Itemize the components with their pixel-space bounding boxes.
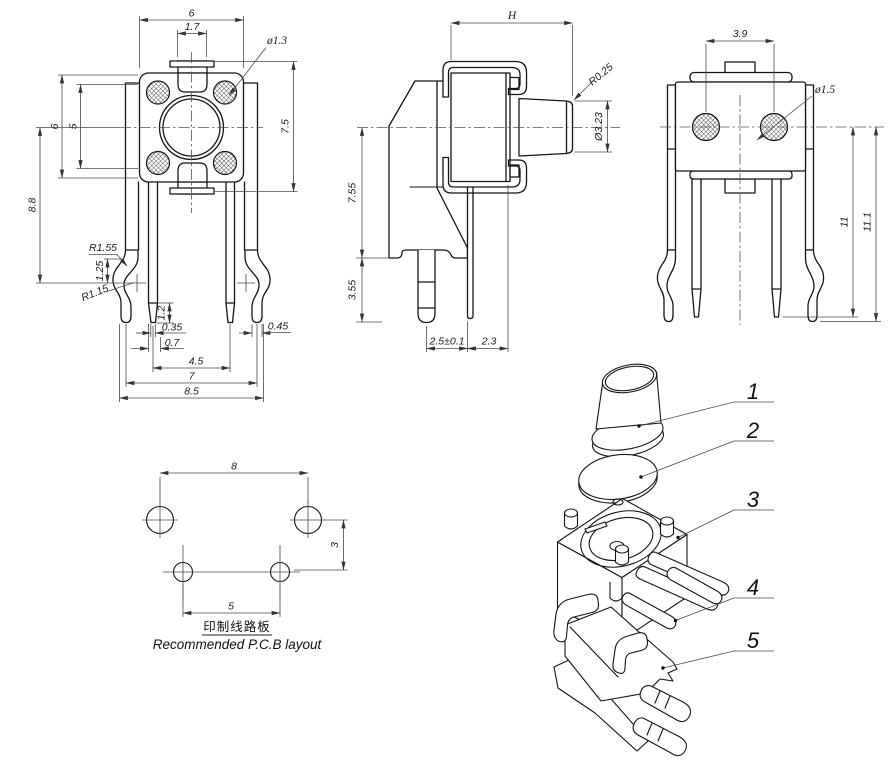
part-number: 4	[747, 575, 759, 600]
front-top-tab	[169, 60, 215, 68]
rear-dimensions: 3.9 ø1.5 11 11.1	[705, 28, 881, 322]
dim-label: 1.7	[185, 21, 201, 33]
part-cap	[591, 363, 665, 458]
rear-inner-leg-left	[691, 179, 702, 318]
side-rear-leg	[466, 187, 474, 320]
side-clip	[442, 60, 528, 194]
dim-label: R1.15	[80, 282, 111, 304]
dim-label: Ø3.23	[593, 112, 605, 142]
pcb-caption-english: Recommended P.C.B layout	[153, 637, 323, 652]
dim-label: R1.55	[89, 242, 117, 254]
rear-body	[674, 81, 807, 172]
side-front-leg	[417, 250, 436, 324]
dim-label: 6	[189, 8, 195, 20]
pcb-dimensions: 8 3 5	[159, 461, 348, 617]
bracket-hook	[553, 593, 600, 643]
dim-label: 0.7	[165, 337, 181, 349]
part-labels: 1 2 3 4 5	[637, 379, 774, 670]
pcb-crosshairs	[142, 502, 326, 601]
bracket-leg	[639, 685, 692, 723]
front-view: 6 1.7 ø1.3 7.5 6 5 8.8 R1.55 1.25	[27, 8, 298, 402]
dim-label: 4.5	[189, 356, 204, 368]
side-view: H R0.25 Ø3.23 7.55 3.55 2.5±0.1 2.3	[347, 10, 620, 352]
dim-label: 3.55	[347, 280, 359, 301]
rear-clip-bottom	[689, 170, 793, 180]
dim-label: 0.45	[268, 321, 289, 333]
side-dimensions: H R0.25 Ø3.23 7.55 3.55 2.5±0.1 2.3	[347, 10, 616, 352]
dim-label: 2.3	[481, 336, 497, 348]
dim-label: 8	[231, 461, 237, 473]
bend-cross-marks	[128, 274, 255, 292]
side-plunger	[518, 97, 574, 157]
dim-label: 1.2	[156, 306, 168, 321]
front-rivet	[212, 80, 238, 105]
dim-label: 6	[49, 123, 61, 129]
side-housing	[388, 80, 469, 259]
front-right-plate	[243, 82, 259, 251]
rear-outer-leg-right	[804, 249, 825, 323]
dim-label: 8.8	[27, 198, 39, 213]
front-bottom-tab	[169, 187, 215, 195]
dim-label: 3.9	[733, 28, 748, 40]
part-bracket	[553, 593, 692, 757]
dim-label: 8.5	[184, 386, 199, 398]
dim-label: R0.25	[586, 61, 615, 88]
rear-inner-leg-right	[771, 179, 782, 318]
front-outer-leg-left	[112, 249, 139, 324]
dim-label: 7.55	[347, 183, 359, 204]
dim-label: ø1.5	[814, 84, 835, 96]
dim-label: 11.1	[862, 212, 874, 232]
part-disc	[578, 453, 658, 504]
dim-label: 5	[68, 123, 80, 129]
front-inner-leg-right	[225, 182, 236, 324]
part-number: 3	[747, 487, 760, 512]
dim-label: 5	[228, 601, 234, 613]
bracket-hook	[612, 632, 649, 674]
part-number: 1	[747, 379, 759, 404]
front-dimensions: 6 1.7 ø1.3 7.5 6 5 8.8 R1.55 1.25	[27, 8, 298, 402]
front-left-plate	[124, 82, 140, 251]
dim-label: 11	[839, 217, 851, 228]
rear-right-plate	[804, 84, 815, 251]
rear-top-stem	[724, 61, 756, 74]
dim-label: 1.25	[94, 261, 106, 282]
dim-label: 7.5	[280, 119, 292, 134]
front-inner-leg-left	[147, 182, 159, 324]
dim-label: 3	[329, 542, 341, 548]
dim-label: 7	[189, 371, 196, 383]
pcb-layout: 8 3 5 印制线路板 Recommended P.C.B layout	[142, 461, 348, 652]
rear-view: 3.9 ø1.5 11 11.1	[656, 28, 884, 325]
front-rivet	[145, 80, 171, 105]
front-outer-leg-right	[244, 249, 271, 324]
dim-label: ø1.3	[266, 35, 287, 47]
dim-label: 2.5±0.1	[429, 336, 465, 348]
exploded-view: 1 2 3 4 5	[553, 363, 774, 757]
front-rivet	[212, 150, 238, 176]
dim-label: 0.35	[162, 322, 183, 334]
front-rivet	[145, 150, 171, 176]
rear-clip-top	[689, 71, 793, 83]
dim-label: H	[507, 10, 517, 22]
rear-outer-leg-left	[656, 249, 677, 323]
pcb-caption-chinese: 印制线路板	[203, 619, 271, 634]
part-number: 5	[747, 628, 760, 653]
part-number: 2	[746, 418, 759, 443]
rear-left-plate	[666, 84, 677, 251]
